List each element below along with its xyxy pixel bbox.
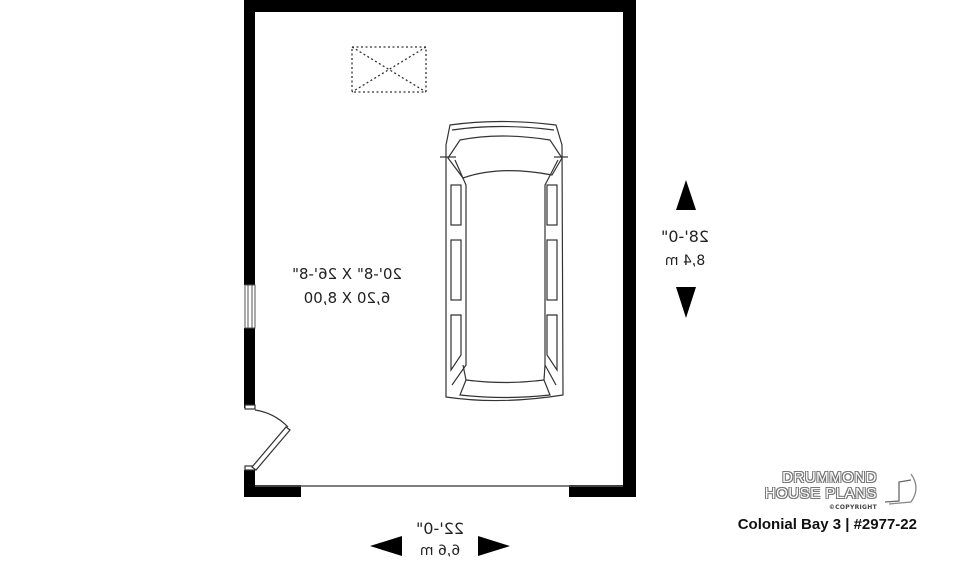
- overall-width-label: 22'-0" 6,6 m: [395, 518, 485, 562]
- side-door: [244, 404, 291, 471]
- overall-depth-label: 28'-0" 8,4 m: [645, 225, 725, 273]
- room-dimensions-metric: 6,20 X 8,00: [303, 289, 391, 307]
- brand-logo: DRUMMOND HOUSE PLANS ©COPYRIGHT Colonial…: [715, 468, 925, 538]
- width-arrows: [370, 536, 510, 556]
- overall-depth-metric: 8,4 m: [664, 253, 706, 269]
- arrow-left-icon: [370, 536, 402, 556]
- overall-width-imperial: 22'-0": [415, 519, 465, 538]
- walls: [244, 0, 636, 497]
- arrow-up-icon: [676, 180, 696, 210]
- room-dimensions-imperial: 20'-8" X 26'-8": [292, 265, 402, 283]
- plan-name: Colonial Bay 3 | #2977-22: [737, 516, 917, 533]
- copyright-label: ©COPYRIGHT: [828, 504, 877, 511]
- depth-arrows: [676, 180, 696, 318]
- room-dimensions-label: 20'-8" X 26'-8" 6,20 X 8,00: [272, 262, 422, 310]
- attic-hatch: [351, 46, 427, 93]
- side-window: [244, 284, 256, 329]
- arrow-right-icon: [478, 536, 510, 556]
- arrow-down-icon: [676, 287, 696, 318]
- brand-line-2: HOUSE PLANS: [764, 485, 877, 502]
- overall-depth-imperial: 28'-0": [660, 227, 710, 246]
- brand-line-1: DRUMMOND: [782, 469, 877, 486]
- brand-mark-icon: [884, 473, 917, 505]
- overall-width-metric: 6,6 m: [419, 543, 461, 559]
- car: [440, 120, 568, 402]
